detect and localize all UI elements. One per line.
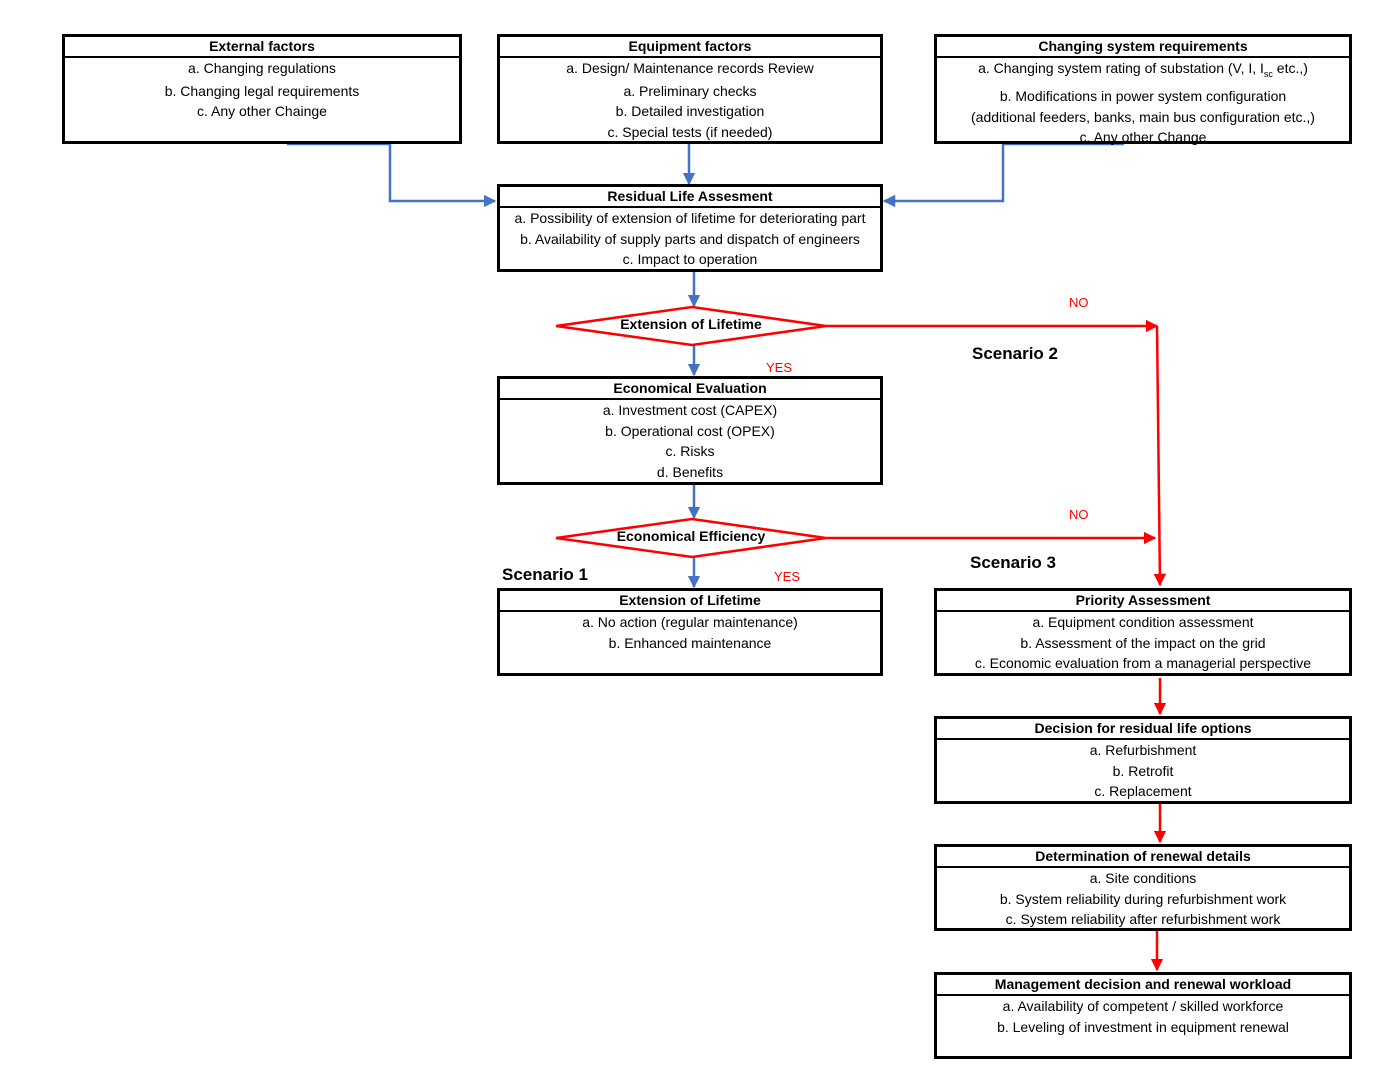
list-item: a. Equipment condition assessment [1032, 614, 1254, 630]
box-body: a. Possibility of extension of lifetime … [500, 208, 880, 270]
determination-renewal-details-box: Determination of renewal details a. Site… [934, 844, 1352, 931]
list-item: a. Design/ Maintenance records Review [566, 60, 814, 76]
list-item: b. Changing legal requirements [164, 82, 360, 99]
decision-residual-life-options-box: Decision for residual life options a. Re… [934, 716, 1352, 804]
list-item: a. Changing regulations [188, 60, 336, 76]
management-decision-box: Management decision and renewal workload… [934, 972, 1352, 1059]
box-title: Economical Evaluation [500, 379, 880, 400]
list-item: c. Any other Chainge [197, 103, 327, 119]
box-body: a. Design/ Maintenance records Review a.… [500, 58, 880, 142]
list-item: c. Any other Change [1079, 129, 1207, 146]
external-factors-box: External factors a. Changing regulations… [62, 34, 462, 144]
list-item: b. System reliability during refurbishme… [999, 890, 1287, 907]
scenario-2-label: Scenario 2 [972, 344, 1058, 363]
economical-evaluation-box: Economical Evaluation a. Investment cost… [497, 376, 883, 485]
priority-assessment-box: Priority Assessment a. Equipment conditi… [934, 588, 1352, 676]
box-body: a. Equipment condition assessment b. Ass… [937, 612, 1349, 674]
box-body: a. Changing system rating of substation … [937, 58, 1349, 148]
box-body: a. No action (regular maintenance) b. En… [500, 612, 880, 653]
box-title: Residual Life Assesment [500, 187, 880, 208]
box-title: Changing system requirements [937, 37, 1349, 58]
list-item: b. Assessment of the impact on the grid [1020, 634, 1266, 651]
no-label-2: NO [1069, 507, 1089, 522]
list-item: b. Retrofit [1112, 762, 1174, 779]
arrow-scenario2-down [1153, 325, 1167, 587]
box-title: Management decision and renewal workload [937, 975, 1349, 996]
equipment-factors-box: Equipment factors a. Design/ Maintenance… [497, 34, 883, 144]
box-body: a. Refurbishment b. Retrofit c. Replacem… [937, 740, 1349, 802]
list-item: a. Refurbishment [1089, 742, 1197, 758]
residual-life-assessment-box: Residual Life Assesment a. Possibility o… [497, 184, 883, 272]
box-body: a. Changing regulations b. Changing lega… [65, 58, 459, 122]
box-title: Extension of Lifetime [500, 591, 880, 612]
no-label-1: NO [1069, 295, 1089, 310]
list-item: b. Detailed investigation [615, 103, 765, 119]
list-item: c. System reliability after refurbishmen… [1005, 911, 1281, 927]
scenario-3-label: Scenario 3 [970, 553, 1056, 572]
list-item: b. Enhanced maintenance [608, 634, 772, 651]
list-item: a. No action (regular maintenance) [582, 614, 798, 630]
decision2-label: Economical Efficiency [616, 528, 766, 544]
list-item: c. Impact to operation [622, 251, 758, 267]
list-item: a. Investment cost (CAPEX) [602, 402, 778, 418]
box-body: a. Investment cost (CAPEX) b. Operationa… [500, 400, 880, 482]
list-item: a. Preliminary checks [623, 82, 757, 99]
box-title: Equipment factors [500, 37, 880, 58]
arrow-changing-to-residual [882, 142, 1124, 208]
box-body: a. Site conditions b. System reliability… [937, 868, 1349, 930]
list-item: b. Availability of supply parts and disp… [520, 230, 860, 247]
scenario-1-label: Scenario 1 [502, 565, 588, 584]
list-item: c. Risks [665, 443, 715, 459]
list-item: a. Availability of competent / skilled w… [1002, 998, 1284, 1014]
box-title: External factors [65, 37, 459, 58]
box-title: Decision for residual life options [937, 719, 1349, 740]
list-item: d. Benefits [656, 463, 724, 480]
box-title: Determination of renewal details [937, 847, 1349, 868]
box-title: Priority Assessment [937, 591, 1349, 612]
list-item: c. Special tests (if needed) [607, 123, 773, 140]
extension-of-lifetime-box: Extension of Lifetime a. No action (regu… [497, 588, 883, 676]
list-item: c. Economic evaluation from a managerial… [974, 655, 1312, 671]
decision-diamond-1 [555, 305, 827, 347]
changing-system-requirements-box: Changing system requirements a. Changing… [934, 34, 1352, 145]
decision-diamond-2 [555, 517, 827, 559]
yes-label-2: YES [774, 569, 801, 584]
list-item: (additional feeders, banks, main bus con… [971, 108, 1315, 125]
list-item: b. Operational cost (OPEX) [605, 422, 775, 439]
box-body: a. Availability of competent / skilled w… [937, 996, 1349, 1037]
list-item: b. Modifications in power system configu… [999, 88, 1287, 105]
list-item: b. Leveling of investment in equipment r… [997, 1018, 1289, 1035]
list-item: a. Site conditions [1089, 870, 1197, 886]
arrow-external-to-residual [287, 142, 497, 208]
list-item: c. Replacement [1094, 783, 1192, 799]
list-item: a. Changing system rating of substation … [978, 60, 1308, 79]
decision1-label: Extension of Lifetime [620, 316, 762, 332]
list-item: a. Possibility of extension of lifetime … [514, 210, 866, 226]
yes-label-1: YES [766, 360, 793, 375]
